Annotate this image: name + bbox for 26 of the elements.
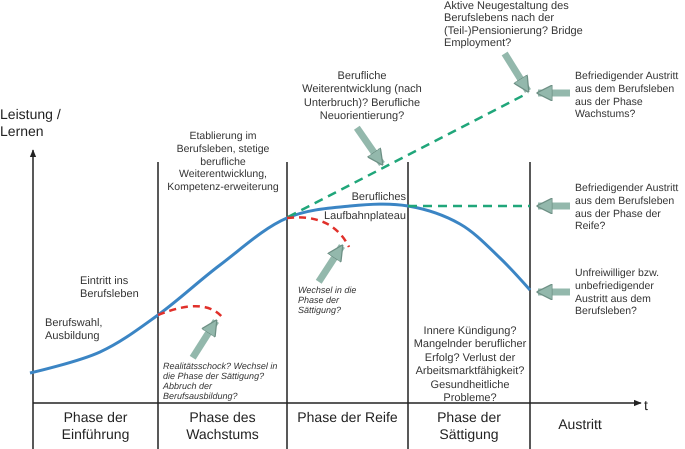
phase-label: Phase der Sättigung	[436, 409, 502, 444]
axis-label: Leistung / Lernen	[0, 106, 62, 140]
block-arrow	[536, 84, 570, 102]
annotation-text: Eintritt ins Berufsleben	[80, 275, 140, 302]
phase-label: Phase der Einführung	[60, 409, 130, 444]
phase-label: Phase des Wachstums	[185, 409, 260, 444]
axis-label: t	[644, 397, 649, 414]
phase-label: Austritt	[557, 416, 603, 434]
annotation-text: Aktive Neugestaltung des Berufslebens nach der (Teil-)Pensionierung? Bridge Employment?	[444, 0, 584, 50]
annotation-text: Befriedigender Austritt aus dem Berufsleben aus der Phase der Reife?	[575, 182, 685, 234]
annotation-text: Etablierung im Berufsleben, stetige berufliche Weiterentwicklung, Kompetenz-erweiterung	[166, 130, 280, 194]
annotation-text: Realitätsschock? Wechsel in die Phase der Sättigung? Abbruch der Berufsausbildung?	[163, 362, 287, 402]
annotation-text: Berufswahl, Ausbildung	[45, 317, 104, 344]
block-arrow	[502, 52, 531, 93]
annotation-text: Berufliche Weiterentwicklung (nach Unterbruch)? Berufliche Neuorientierung?	[292, 70, 432, 124]
annotation-text: Innere Kündigung? Mangelnder beruflicher Erfolg? Verlust der Arbeitsmarktfähigkeit? Gesundheitliche Probleme?	[412, 325, 528, 406]
phase-label: Phase der Reife	[296, 409, 399, 426]
block-arrow	[190, 319, 219, 360]
annotation-text: Wechsel in die Phase der Sättigung?	[298, 286, 378, 316]
block-arrow	[316, 244, 345, 284]
annotation-text: Unfreiwilliger bzw. unbefriedigender Austritt aus dem Berufsleben?	[575, 267, 685, 318]
block-arrow	[536, 283, 570, 301]
annotation-text: Berufliches Laufbahnplateau	[323, 190, 406, 224]
annotation-text: Befriedigender Austritt aus dem Berufsleben aus der Phase Wachstums?	[575, 70, 685, 122]
block-arrow	[536, 197, 570, 215]
block-arrow	[354, 126, 385, 166]
